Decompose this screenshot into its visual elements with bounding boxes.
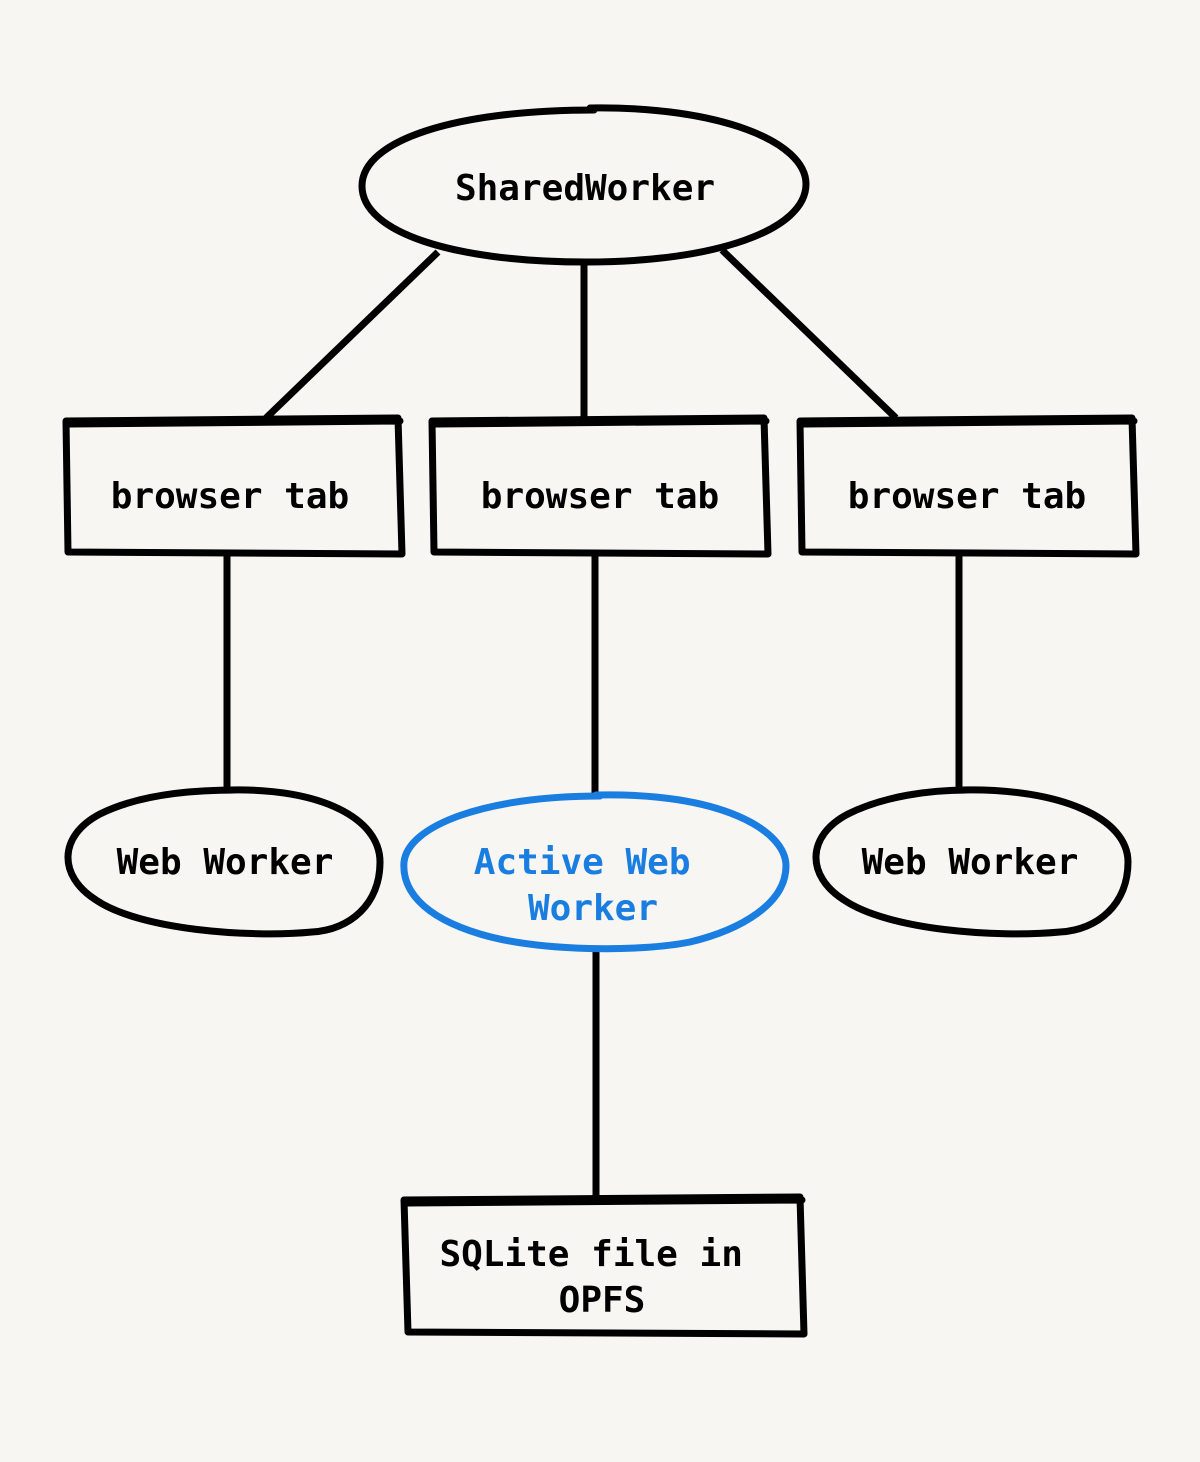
sqlite-file-node: SQLite file in OPFS <box>400 1193 808 1338</box>
shared-worker-label: SharedWorker <box>455 168 715 209</box>
active-web-worker-ellipse <box>400 791 790 953</box>
web-worker-left: Web Worker <box>64 786 384 938</box>
sqlite-file-label: SQLite file in OPFS <box>439 1234 764 1321</box>
web-worker-left-label: Web Worker <box>117 842 334 883</box>
web-worker-left-ellipse <box>64 786 384 938</box>
web-worker-right-ellipse <box>812 786 1132 938</box>
browser-tab-left-box <box>62 414 406 558</box>
active-web-worker-label-line-1: Active Web <box>474 842 691 883</box>
sqlite-file-label-line-1: SQLite file in <box>439 1234 742 1275</box>
web-worker-right: Web Worker <box>812 786 1132 938</box>
active-web-worker: Active Web Worker <box>400 791 790 953</box>
active-web-worker-label: Active Web Worker <box>474 842 712 929</box>
browser-tab-middle-label: browser tab <box>481 476 719 517</box>
browser-tab-right-label: browser tab <box>848 476 1086 517</box>
edges <box>223 247 963 1198</box>
sqlite-file-box <box>400 1193 808 1338</box>
shared-worker-node: SharedWorker <box>358 104 810 266</box>
shared-worker-ellipse <box>358 104 810 266</box>
browser-tab-middle: browser tab <box>428 414 772 558</box>
edge-shared-to-right-tab <box>719 247 899 421</box>
browser-tab-right: browser tab <box>796 414 1140 558</box>
edge-shared-to-left-tab <box>263 249 441 421</box>
active-web-worker-label-line-2: Worker <box>528 888 658 929</box>
web-worker-right-label: Web Worker <box>862 842 1079 883</box>
browser-tab-left: browser tab <box>62 414 406 558</box>
sqlite-file-label-line-2: OPFS <box>559 1280 646 1321</box>
browser-tab-middle-box <box>428 414 772 558</box>
browser-tab-left-label: browser tab <box>111 476 349 517</box>
browser-tab-right-box <box>796 414 1140 558</box>
